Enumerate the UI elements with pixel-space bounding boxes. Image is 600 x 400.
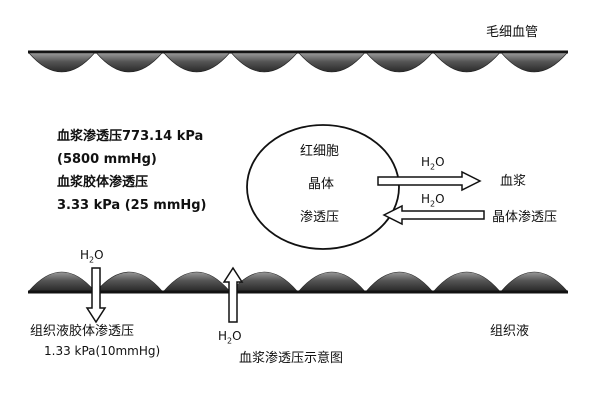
arrow-down	[85, 267, 107, 324]
tissue-fluid-label: 组织液	[490, 324, 530, 339]
capillary-endothelial-cell	[95, 52, 163, 73]
rbc-label-3: 渗透压	[300, 210, 340, 225]
capillary-endothelial-cell	[500, 52, 568, 73]
arrow-up	[222, 266, 244, 323]
tissue-colloid-value: 1.33 kPa(10mmHg)	[44, 344, 161, 358]
tissue-wall-cell	[230, 271, 298, 292]
capillary-endothelial-cell	[365, 52, 433, 73]
tissue-wall	[28, 271, 568, 294]
water-label-middle: H2O	[421, 192, 445, 209]
capillary-wall	[28, 50, 568, 73]
capillary-endothelial-cell	[28, 52, 96, 73]
rbc-label-2: 晶体	[308, 177, 335, 192]
arrow-to-plasma	[377, 170, 482, 192]
water-label-bottom: H2O	[218, 329, 242, 346]
capillary-endothelial-cell	[163, 52, 231, 73]
arrow-from-crystal	[382, 204, 485, 226]
plasma-colloid-value: 3.33 kPa (25 mmHg)	[57, 198, 207, 213]
tissue-wall-cell	[500, 271, 568, 292]
tissue-wall-cell	[298, 271, 366, 292]
tissue-wall-cell	[163, 271, 231, 292]
diagram-caption: 血浆渗透压示意图	[239, 351, 344, 366]
rbc-label-1: 红细胞	[300, 144, 340, 159]
plasma-label: 血浆	[500, 174, 527, 189]
capillary-endothelial-cell	[298, 52, 366, 73]
tissue-colloid-label: 组织液胶体渗透压	[30, 324, 135, 339]
capillary-label: 毛细血管	[486, 25, 539, 40]
red-blood-cell	[246, 124, 400, 250]
water-label-left: H2O	[80, 248, 104, 265]
crystal-osmotic-label: 晶体渗透压	[492, 210, 558, 225]
tissue-wall-cell	[28, 271, 96, 292]
plasma-colloid-label: 血浆胶体渗透压	[57, 175, 149, 190]
water-label-top: H2O	[421, 155, 445, 172]
tissue-wall-cell	[95, 271, 163, 292]
plasma-osmotic-value: (5800 mmHg)	[57, 152, 157, 167]
tissue-wall-cell	[365, 271, 433, 292]
tissue-wall-cell	[433, 271, 501, 292]
plasma-osmotic-label: 血浆渗透压773.14 kPa	[57, 129, 204, 144]
capillary-endothelial-cell	[230, 52, 298, 73]
capillary-endothelial-cell	[433, 52, 501, 73]
